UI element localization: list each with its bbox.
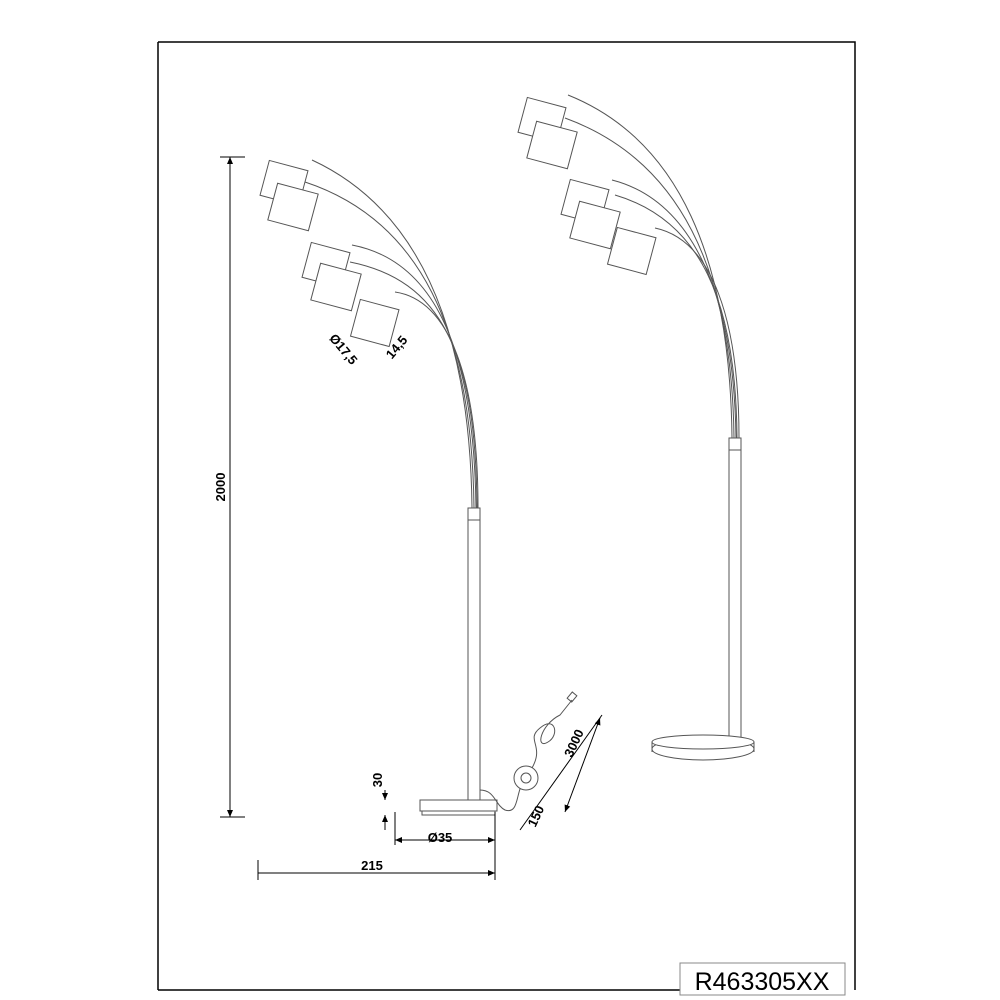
dim-total-height: 2000 bbox=[213, 473, 228, 502]
title-block bbox=[679, 962, 846, 996]
right-lamp-view bbox=[517, 94, 755, 761]
dim-cable-switch: 150 bbox=[525, 803, 548, 829]
dim-cable-length: 3000 bbox=[561, 727, 587, 760]
dimension-labels: 2000 Ø17,5 14,5 30 Ø35 215 150 3000 bbox=[213, 331, 587, 873]
dim-base-height: 30 bbox=[370, 773, 385, 787]
dim-base-diameter: Ø35 bbox=[428, 830, 453, 845]
dimension-lines bbox=[220, 156, 603, 880]
model-code: R463305XX bbox=[695, 968, 830, 996]
left-lamp-dimensioned bbox=[259, 159, 578, 816]
drawing-frame bbox=[158, 41, 856, 990]
dim-reach: 215 bbox=[361, 858, 383, 873]
